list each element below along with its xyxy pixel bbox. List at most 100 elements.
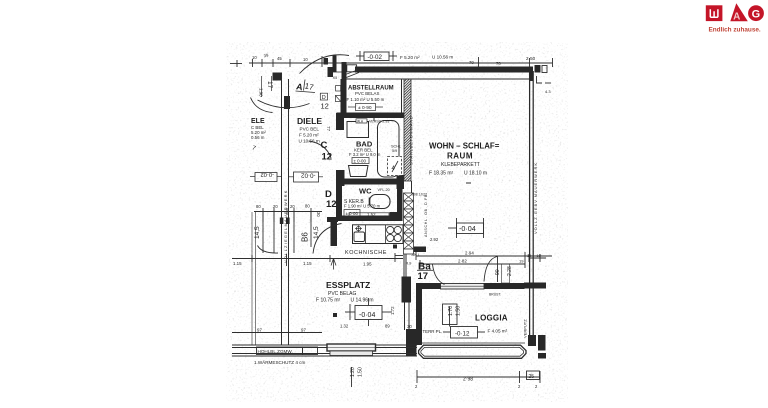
svg-text:KLEBEPARKETT: KLEBEPARKETT xyxy=(441,162,480,168)
svg-text:D: D xyxy=(322,95,326,101)
svg-text:20: 20 xyxy=(273,204,278,209)
svg-text:F 18.35 m²: F 18.35 m² xyxy=(429,171,454,177)
svg-text:-0·12: -0·12 xyxy=(455,331,470,338)
svg-text:PVC BELAG: PVC BELAG xyxy=(328,291,356,297)
svg-text:BAD: BAD xyxy=(356,140,373,149)
svg-text:F 4.05 m²: F 4.05 m² xyxy=(488,329,508,334)
svg-text:80: 80 xyxy=(256,204,261,209)
svg-text:STAHLBETONWAND: STAHLBETONWAND xyxy=(409,115,414,165)
svg-text:VOLLZ.GEBV.MAUERWERK: VOLLZ.GEBV.MAUERWERK xyxy=(533,162,538,234)
svg-text:ANSCHL. OB. D.FB.: ANSCHL. OB. D.FB. xyxy=(424,192,428,237)
svg-text:70: 70 xyxy=(469,60,474,65)
svg-text:-0·02: -0·02 xyxy=(300,172,315,179)
svg-text:19: 19 xyxy=(537,254,541,258)
svg-text:LOGGIA: LOGGIA xyxy=(475,314,508,323)
svg-text:A: A xyxy=(733,12,740,23)
svg-text:0.56 m: 0.56 m xyxy=(251,135,265,140)
svg-text:2: 2 xyxy=(415,384,418,389)
svg-text:G: G xyxy=(752,8,761,20)
svg-text:14,5: 14,5 xyxy=(254,226,261,239)
svg-text:.008 1J/22: .008 1J/22 xyxy=(411,193,427,197)
svg-text:DIELE: DIELE xyxy=(297,116,322,126)
svg-text:± 0·00: ± 0·00 xyxy=(346,211,359,216)
svg-text:1.15: 1.15 xyxy=(303,261,312,266)
svg-text:12: 12 xyxy=(326,199,337,210)
svg-text:TERR PL.: TERR PL. xyxy=(423,329,443,334)
svg-text:BRÜST.: BRÜST. xyxy=(489,293,501,297)
svg-text:97: 97 xyxy=(257,328,262,333)
svg-text:17: 17 xyxy=(418,271,429,282)
svg-text:2·50: 2·50 xyxy=(526,56,536,61)
svg-text:ESSPLATZ: ESSPLATZ xyxy=(326,280,370,290)
svg-text:1.50: 1.50 xyxy=(358,367,364,377)
svg-text:1.15: 1.15 xyxy=(233,261,242,266)
svg-text:U 10.56 m: U 10.56 m xyxy=(299,139,320,144)
svg-text:2·82: 2·82 xyxy=(458,259,467,264)
svg-text:4.3: 4.3 xyxy=(545,89,551,94)
svg-text:1.32: 1.32 xyxy=(340,324,349,329)
svg-text:1.50: 1.50 xyxy=(456,306,462,316)
svg-text:WOHN – SCHLAF=: WOHN – SCHLAF= xyxy=(429,142,500,151)
svg-text:7: 7 xyxy=(251,145,257,152)
svg-text:97: 97 xyxy=(301,328,306,333)
svg-text:17: 17 xyxy=(304,81,315,92)
svg-text:1.52: 1.52 xyxy=(367,212,376,217)
svg-text:D: D xyxy=(325,189,332,200)
svg-text:U 14.96 m: U 14.96 m xyxy=(351,298,374,304)
svg-text:39: 39 xyxy=(263,52,269,58)
svg-text:1.70: 1.70 xyxy=(448,306,454,316)
svg-text:B6: B6 xyxy=(301,232,310,242)
svg-text:F 1.10 m² U 5.50 m: F 1.10 m² U 5.50 m xyxy=(347,97,385,102)
svg-text:2.92: 2.92 xyxy=(430,237,439,242)
svg-text:U 10.56 m: U 10.56 m xyxy=(432,55,453,60)
svg-text:19: 19 xyxy=(527,254,531,258)
svg-text:A: A xyxy=(295,81,304,92)
svg-text:1.95: 1.95 xyxy=(363,262,372,267)
svg-text:F 1.90 m² U 5.70 m: F 1.90 m² U 5.70 m xyxy=(344,204,381,209)
svg-text:C BEL: C BEL xyxy=(251,125,264,130)
svg-text:90: 90 xyxy=(495,269,501,275)
svg-text:30: 30 xyxy=(407,324,412,329)
svg-text:-0·04: -0·04 xyxy=(459,224,476,233)
svg-text:F 5.20 m²: F 5.20 m² xyxy=(400,55,420,60)
svg-text:RAUM: RAUM xyxy=(447,152,473,161)
svg-text:AN.L: AN.L xyxy=(412,253,420,257)
svg-text:-0·04: -0·04 xyxy=(359,312,375,319)
svg-text:KER BEL: KER BEL xyxy=(354,148,373,153)
svg-text:VFL.20: VFL.20 xyxy=(378,188,390,192)
svg-text:77: 77 xyxy=(326,126,331,132)
svg-text:12: 12 xyxy=(321,102,329,111)
svg-text:25: 25 xyxy=(529,374,535,380)
svg-text:C: C xyxy=(321,140,328,151)
svg-text:ABSTELLRAUM: ABSTELLRAUM xyxy=(348,86,394,92)
svg-text:12: 12 xyxy=(322,152,333,163)
svg-text:1.20: 1.20 xyxy=(350,367,356,377)
svg-text:1.WÄRMESCHUTZ 4 cm: 1.WÄRMESCHUTZ 4 cm xyxy=(254,359,305,365)
svg-text:2·94: 2·94 xyxy=(465,251,474,256)
svg-text:R.9: R.9 xyxy=(406,261,412,265)
svg-text:± 0·00: ± 0·00 xyxy=(354,159,367,164)
svg-text:± 0·90: ± 0·90 xyxy=(358,105,372,111)
svg-text:KOCHNISCHE: KOCHNISCHE xyxy=(345,250,387,256)
svg-text:30: 30 xyxy=(316,212,321,217)
svg-text:1.90: 1.90 xyxy=(259,88,264,97)
svg-text:4: 4 xyxy=(392,166,396,172)
svg-text:10: 10 xyxy=(303,57,308,62)
svg-text:2: 2 xyxy=(518,384,521,389)
svg-text:SCHL: SCHL xyxy=(391,145,401,149)
svg-text:-0·02: -0·02 xyxy=(260,171,274,177)
svg-text:70: 70 xyxy=(496,61,501,66)
svg-text:2: 2 xyxy=(535,384,538,389)
svg-text:17: 17 xyxy=(266,81,273,89)
svg-text:Endlich zuhause.: Endlich zuhause. xyxy=(709,26,761,33)
svg-text:F 5.20 m²: F 5.20 m² xyxy=(299,133,319,138)
svg-text:14,5: 14,5 xyxy=(313,226,320,239)
svg-text:5.20 m²: 5.20 m² xyxy=(251,130,266,135)
svg-text:PVC BELAS: PVC BELAS xyxy=(355,91,379,96)
svg-text:S KER.B: S KER.B xyxy=(344,199,364,205)
svg-text:VERSC 2.93 →: VERSC 2.93 → xyxy=(369,119,394,123)
svg-text:45: 45 xyxy=(277,56,282,61)
svg-text:2·98: 2·98 xyxy=(463,377,473,383)
svg-text:F 3.2 m² U 9.0 m: F 3.2 m² U 9.0 m xyxy=(349,152,381,157)
svg-text:80: 80 xyxy=(305,204,310,209)
